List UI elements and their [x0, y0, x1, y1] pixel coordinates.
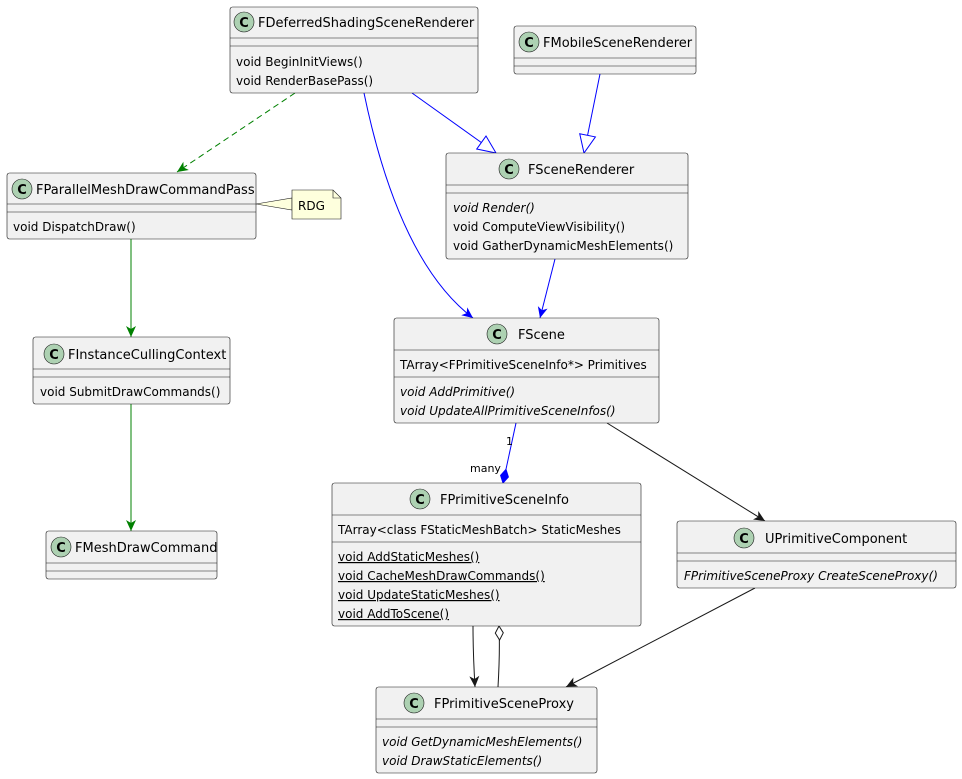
svg-text:C: C: [524, 36, 534, 51]
svg-text:C: C: [492, 328, 502, 343]
class-fmeshdrawcommand: C FMeshDrawCommand: [45, 530, 217, 580]
svg-text:C: C: [49, 348, 59, 363]
class-name: FDeferredShadingSceneRenderer: [258, 16, 475, 31]
method: void ComputeViewVisibility(): [453, 220, 625, 234]
class-fscene: C FScene TArray<FPrimitiveSceneInfo*> Pr…: [393, 317, 660, 424]
association-scene-renderer-to-scene: [537, 258, 556, 319]
svg-text:C: C: [56, 541, 66, 556]
method: void UpdateAllPrimitiveSceneInfos(): [400, 404, 616, 418]
association-prim-info-to-proxy: [469, 625, 480, 688]
class-fprimitivesceneinfo: C FPrimitiveSceneInfo TArray<class FStat…: [331, 482, 642, 627]
class-name: FMobileSceneRenderer: [543, 36, 693, 51]
class-badge-icon: [498, 158, 520, 180]
multiplicity-info-end: many: [470, 462, 501, 475]
svg-text:C: C: [739, 532, 749, 547]
association-prim-comp-to-proxy: [565, 587, 756, 688]
class-fmobilescenerenderer: C FMobileSceneRenderer: [513, 25, 697, 75]
class-badge-icon: [486, 323, 508, 345]
method: void DrawStaticElements(): [382, 754, 542, 768]
svg-text:C: C: [239, 16, 249, 31]
svg-text:C: C: [409, 697, 419, 712]
method: FPrimitiveSceneProxy CreateSceneProxy(): [684, 569, 938, 583]
class-badge-icon: [733, 527, 755, 549]
class-badge-icon: [11, 178, 33, 200]
method: void BeginInitViews(): [236, 55, 363, 69]
class-badge-icon: [518, 31, 540, 53]
method: void GetDynamicMeshElements(): [382, 735, 582, 749]
svg-text:C: C: [415, 493, 425, 508]
class-name: FPrimitiveSceneProxy: [434, 697, 574, 712]
class-name: FPrimitiveSceneInfo: [440, 493, 569, 508]
method: void GatherDynamicMeshElements(): [453, 239, 673, 253]
multiplicity-scene-end: 1: [506, 435, 513, 448]
class-fprimitivesceneproxy: C FPrimitiveSceneProxy void GetDynamicMe…: [375, 686, 598, 774]
note-connector: [255, 197, 293, 211]
method: void RenderBasePass(): [236, 74, 373, 88]
method: void AddPrimitive(): [400, 385, 515, 399]
class-fscenerenderer: C FSceneRenderer void Render() void Comp…: [445, 152, 689, 260]
composition-scene-to-prim-info: [500, 422, 517, 484]
class-name: FParallelMeshDrawCommandPass: [36, 183, 255, 198]
relationships: 1 many: [126, 73, 766, 688]
note-text: RDG: [298, 199, 325, 213]
field: TArray<class FStaticMeshBatch> StaticMes…: [337, 523, 621, 537]
method: void SubmitDrawCommands(): [40, 385, 220, 399]
note-rdg: RDG: [291, 189, 342, 220]
class-badge-icon: [233, 11, 255, 33]
method: void AddStaticMeshes(): [338, 550, 479, 564]
class-name: FSceneRenderer: [528, 163, 635, 178]
method: void CacheMeshDrawCommands(): [338, 569, 545, 583]
association-scene-to-prim-comp: [606, 422, 766, 522]
svg-text:C: C: [17, 183, 27, 198]
class-name: FMeshDrawCommand: [75, 541, 217, 556]
class-finstancecullingcontext: C FInstanceCullingContext void SubmitDra…: [32, 336, 231, 405]
class-name: FScene: [518, 328, 565, 343]
class-name: UPrimitiveComponent: [765, 532, 907, 547]
inheritance-deferred-to-scene-renderer: [411, 92, 496, 153]
method: void Render(): [453, 201, 535, 215]
aggregation-proxy-to-prim-info: [494, 624, 504, 688]
class-badge-icon: [403, 692, 425, 714]
field: TArray<FPrimitiveSceneInfo*> Primitives: [399, 358, 647, 372]
method: void DispatchDraw(): [13, 220, 136, 234]
method: void AddToScene(): [338, 607, 449, 621]
dependency-deferred-to-parallel: [176, 92, 296, 173]
class-fparallelmeshdrawcommandpass: C FParallelMeshDrawCommandPass void Disp…: [6, 172, 257, 240]
inheritance-mobile-to-scene-renderer: [584, 73, 601, 153]
method: void UpdateStaticMeshes(): [338, 588, 500, 602]
class-badge-icon: [50, 536, 72, 558]
association-deferred-to-scene: [363, 92, 474, 319]
class-name: FInstanceCullingContext: [68, 348, 226, 363]
svg-text:C: C: [504, 163, 514, 178]
class-fdeferredshadingscenerenderer: C FDeferredShadingSceneRenderer void Beg…: [229, 6, 479, 94]
class-badge-icon: [43, 343, 65, 365]
class-badge-icon: [409, 488, 431, 510]
class-uprimitivecomponent: C UPrimitiveComponent FPrimitiveScenePro…: [676, 520, 957, 589]
